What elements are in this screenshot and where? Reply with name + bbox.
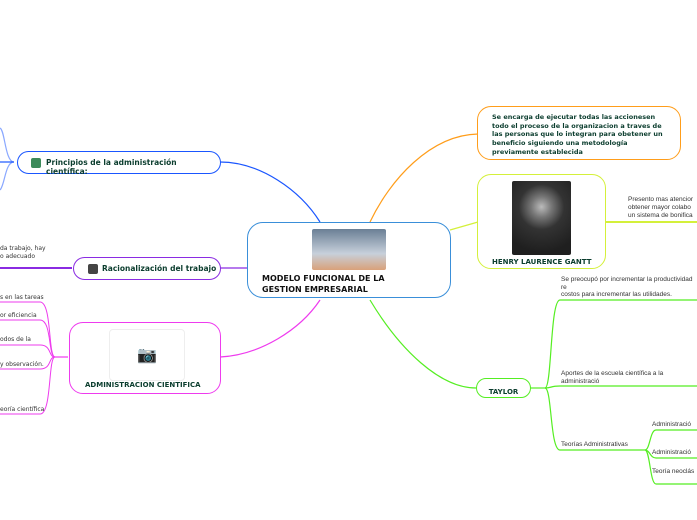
camera-icon: 📷 <box>109 329 185 381</box>
gantt-label: HENRY LAURENCE GANTT <box>492 258 592 266</box>
taylor-sub-2: Administració <box>652 449 692 456</box>
admin-item-2: or eficiencia <box>0 312 37 319</box>
cabinet-icon <box>88 264 98 274</box>
racionalizacion-detail-2: o adecuado <box>0 253 36 260</box>
admin-item-4: y observación. <box>0 361 44 368</box>
admin-item-3: odos de la <box>0 336 31 343</box>
node-principios[interactable]: Principios de la administración científi… <box>17 151 221 176</box>
admin-item-5: eoría científica <box>0 406 45 413</box>
racionalizacion-label: Racionalización del trabajo <box>102 264 217 273</box>
node-taylor[interactable]: TAYLOR <box>476 378 531 398</box>
admin-cientifica-label: ADMINISTRACION CIENTIFICA <box>85 381 201 389</box>
taylor-label: TAYLOR <box>488 388 519 396</box>
central-title: MODELO FUNCIONAL DE LA GESTION EMPRESARI… <box>262 274 385 294</box>
taylor-item-1b: costos para incrementar las utilidades. <box>561 291 672 298</box>
taylor-sub-1: Administració <box>652 421 692 428</box>
central-topic[interactable]: MODELO FUNCIONAL DE LA GESTION EMPRESARI… <box>247 222 451 298</box>
gantt-detail-1: Presento mas atencior <box>628 196 694 203</box>
gantt-detail-2: obtener mayor colabo <box>628 204 691 211</box>
manager-icon <box>31 158 41 168</box>
principios-label: Principios de la administración científi… <box>46 158 177 176</box>
node-racionalizacion[interactable]: Racionalización del trabajo <box>73 257 221 280</box>
gantt-detail-3: un sistema de bonifica <box>628 212 693 219</box>
node-definicion[interactable]: Se encarga de ejecutar todas las accione… <box>477 106 681 160</box>
henry-gantt-portrait <box>512 181 571 255</box>
taylor-item-1a: Se preocupó por incrementar la productiv… <box>561 276 693 291</box>
taylor-item-2: Aportes de la escuela científica a la ad… <box>561 370 664 385</box>
admin-item-1: s en las tareas <box>0 294 44 301</box>
definicion-text: Se encarga de ejecutar todas las accione… <box>492 113 663 156</box>
node-gantt[interactable]: HENRY LAURENCE GANTT <box>477 174 606 269</box>
racionalizacion-detail-1: da trabajo, hay <box>0 245 46 252</box>
taylor-sub-3: Teoría neoclás <box>652 468 695 475</box>
node-admin-cientifica[interactable]: 📷 ADMINISTRACION CIENTIFICA <box>69 322 221 394</box>
taylor-item-3: Teorías Administrativas <box>561 441 628 448</box>
people-on-hand-photo <box>312 229 386 270</box>
